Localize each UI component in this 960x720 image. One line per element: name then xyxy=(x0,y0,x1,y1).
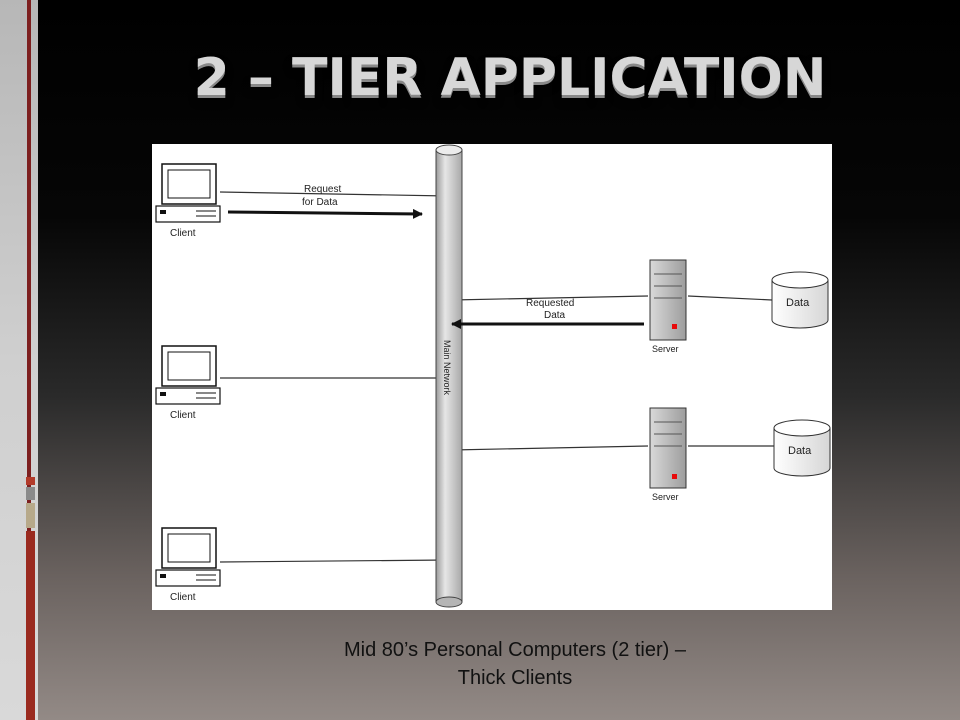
client-connections xyxy=(219,191,449,563)
data-label: Data xyxy=(788,445,812,457)
database-cylinder: Data xyxy=(771,271,829,329)
diagram-area: Main Network Request for Data Requested … xyxy=(152,144,832,610)
server-icon xyxy=(649,407,687,489)
desktop-case-icon xyxy=(155,569,221,587)
caption-line-1: Mid 80’s Personal Computers (2 tier) – xyxy=(344,639,686,661)
response-arrow: Requested Data xyxy=(451,298,644,329)
network-diagram: Main Network Request for Data Requested … xyxy=(155,144,831,608)
server-label: Server xyxy=(652,344,679,354)
client-computer: Client xyxy=(155,527,221,603)
desktop-case-icon xyxy=(155,387,221,405)
client-label: Client xyxy=(170,228,196,239)
slide-title: 2 – TIER APPLICATION xyxy=(193,48,827,108)
server-tower: Server xyxy=(649,259,687,354)
request-label-line1: Request xyxy=(304,184,341,195)
client-label: Client xyxy=(170,410,196,421)
decor-block-dark-red xyxy=(26,531,35,720)
left-decor-strip xyxy=(0,0,38,720)
client-1-link xyxy=(219,191,449,197)
response-label-line1: Requested xyxy=(526,298,574,309)
server-1-data-link xyxy=(687,295,773,301)
slide-caption: Mid 80’s Personal Computers (2 tier) – T… xyxy=(270,636,760,692)
request-arrow: Request for Data xyxy=(227,184,423,219)
decor-block-tan xyxy=(26,503,35,528)
server-connections xyxy=(451,295,776,451)
server-tower: Server xyxy=(649,407,687,502)
network-label: Main Network xyxy=(442,340,452,396)
database-cylinder: Data xyxy=(773,419,831,477)
server-1-link xyxy=(451,295,649,301)
server-status-light xyxy=(672,474,677,479)
response-label-line2: Data xyxy=(544,310,566,321)
caption-line-2: Thick Clients xyxy=(457,667,573,689)
client-3-link xyxy=(219,559,449,563)
desktop-case-icon xyxy=(155,205,221,223)
client-computer: Client xyxy=(155,163,221,239)
request-label-line2: for Data xyxy=(302,197,338,208)
client-computer: Client xyxy=(155,345,221,421)
client-label: Client xyxy=(170,592,196,603)
data-label: Data xyxy=(786,297,810,309)
decor-block-red xyxy=(26,477,35,485)
server-2-link xyxy=(451,445,649,451)
server-label: Server xyxy=(652,492,679,502)
server-status-light xyxy=(672,324,677,329)
left-accent-line xyxy=(27,0,31,720)
decor-block-gray xyxy=(26,487,35,500)
server-icon xyxy=(649,259,687,341)
main-network-pipe: Main Network xyxy=(435,144,463,608)
